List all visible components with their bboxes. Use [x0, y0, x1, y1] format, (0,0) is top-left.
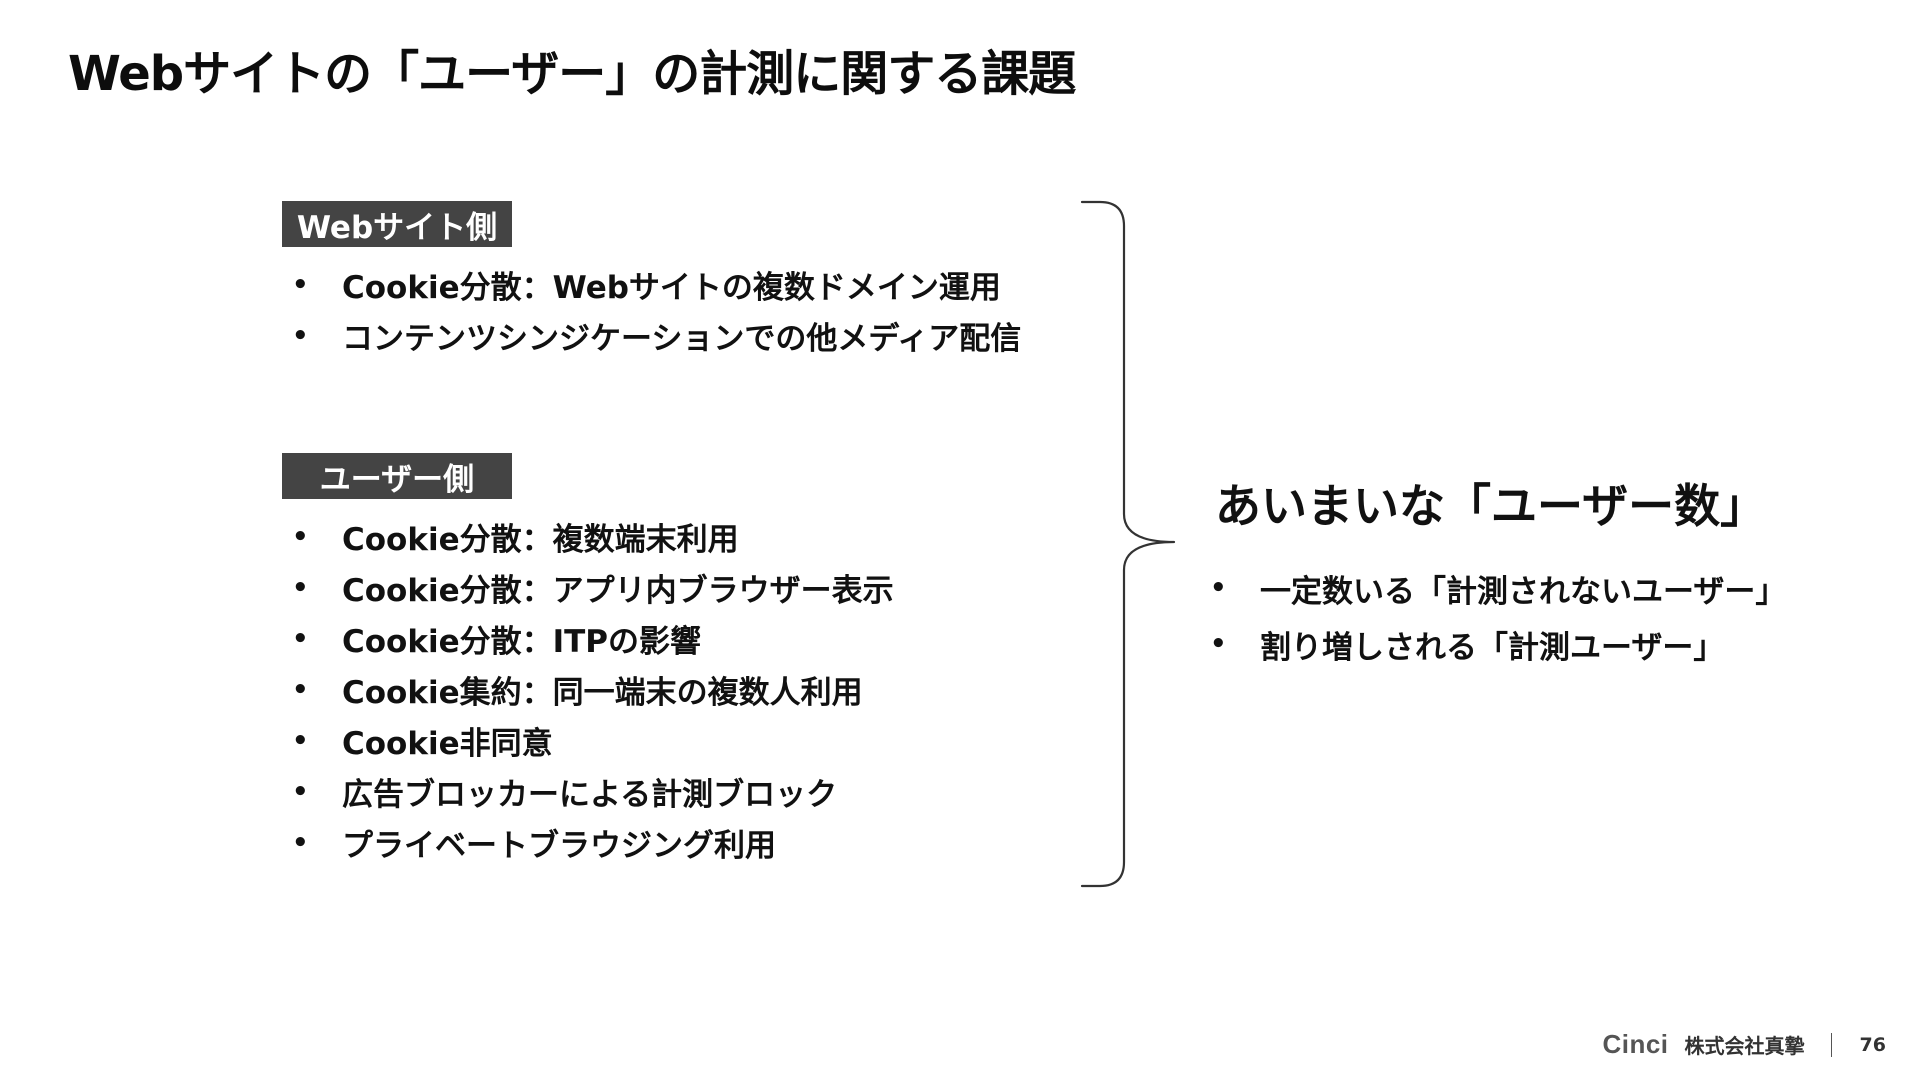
list-item: • 一定数いる「計測されないユーザー」: [1210, 560, 1786, 616]
list-item-text: 一定数いる「計測されないユーザー」: [1260, 573, 1787, 610]
list-item: • Cookie分散：ITPの影響: [292, 613, 894, 664]
list-item-text: Cookie分散：アプリ内ブラウザー表示: [342, 573, 894, 609]
list-item: • Cookie分散：Webサイトの複数ドメイン運用: [292, 259, 1021, 310]
list-item: • 広告ブロッカーによる計測ブロック: [292, 766, 894, 817]
list-item: • 割り増しされる「計測ユーザー」: [1210, 616, 1786, 672]
list-item-text: Cookie非同意: [342, 726, 553, 762]
curly-brace-icon: [1080, 200, 1176, 888]
bullet-icon: •: [292, 827, 309, 858]
list-item-text: Cookie分散：ITPの影響: [342, 624, 702, 660]
list-item: • Cookie非同意: [292, 715, 894, 766]
list-item-text: プライベートブラウジング利用: [342, 828, 776, 864]
bullet-icon: •: [292, 320, 309, 351]
list-item: • Cookie分散：アプリ内ブラウザー表示: [292, 562, 894, 613]
result-title: あいまいな「ユーザー数」: [1215, 479, 1767, 533]
bullet-icon: •: [1210, 573, 1227, 603]
list-item-text: Cookie集約：同一端末の複数人利用: [342, 675, 863, 711]
list-item-text: Cookie分散：Webサイトの複数ドメイン運用: [342, 270, 1001, 306]
slide-title: Webサイトの「ユーザー」の計測に関する課題: [68, 46, 1076, 102]
bullet-icon: •: [292, 572, 309, 603]
company-logo: Cinci: [1602, 1029, 1669, 1059]
footer-divider: [1830, 1032, 1832, 1057]
bullet-icon: •: [292, 725, 309, 756]
bullet-icon: •: [292, 521, 309, 552]
list-item-text: コンテンツシンジケーションでの他メディア配信: [342, 321, 1022, 357]
result-list: • 一定数いる「計測されないユーザー」 • 割り増しされる「計測ユーザー」: [1210, 560, 1786, 672]
bullet-icon: •: [292, 674, 309, 705]
page-number: 76: [1859, 1033, 1886, 1056]
website-side-list: • Cookie分散：Webサイトの複数ドメイン運用 • コンテンツシンジケーシ…: [292, 259, 1021, 361]
footer: Cinci 株式会社真摯 76: [1602, 1029, 1886, 1060]
bullet-icon: •: [292, 776, 309, 807]
list-item: • Cookie分散：複数端末利用: [292, 511, 894, 562]
list-item: • Cookie集約：同一端末の複数人利用: [292, 664, 894, 715]
list-item-text: 広告ブロッカーによる計測ブロック: [342, 777, 838, 813]
company-name: 株式会社真摯: [1684, 1034, 1805, 1058]
bullet-icon: •: [1210, 629, 1227, 659]
list-item: • プライベートブラウジング利用: [292, 817, 894, 868]
bullet-icon: •: [292, 269, 309, 300]
bullet-icon: •: [292, 623, 309, 654]
website-side-label: Webサイト側: [282, 201, 512, 247]
user-side-label: ユーザー側: [282, 453, 512, 499]
list-item-text: 割り増しされる「計測ユーザー」: [1260, 629, 1725, 666]
list-item-text: Cookie分散：複数端末利用: [342, 522, 739, 558]
list-item: • コンテンツシンジケーションでの他メディア配信: [292, 310, 1021, 361]
curly-brace-path: [1080, 200, 1176, 888]
user-side-list: • Cookie分散：複数端末利用 • Cookie分散：アプリ内ブラウザー表示…: [292, 511, 894, 868]
